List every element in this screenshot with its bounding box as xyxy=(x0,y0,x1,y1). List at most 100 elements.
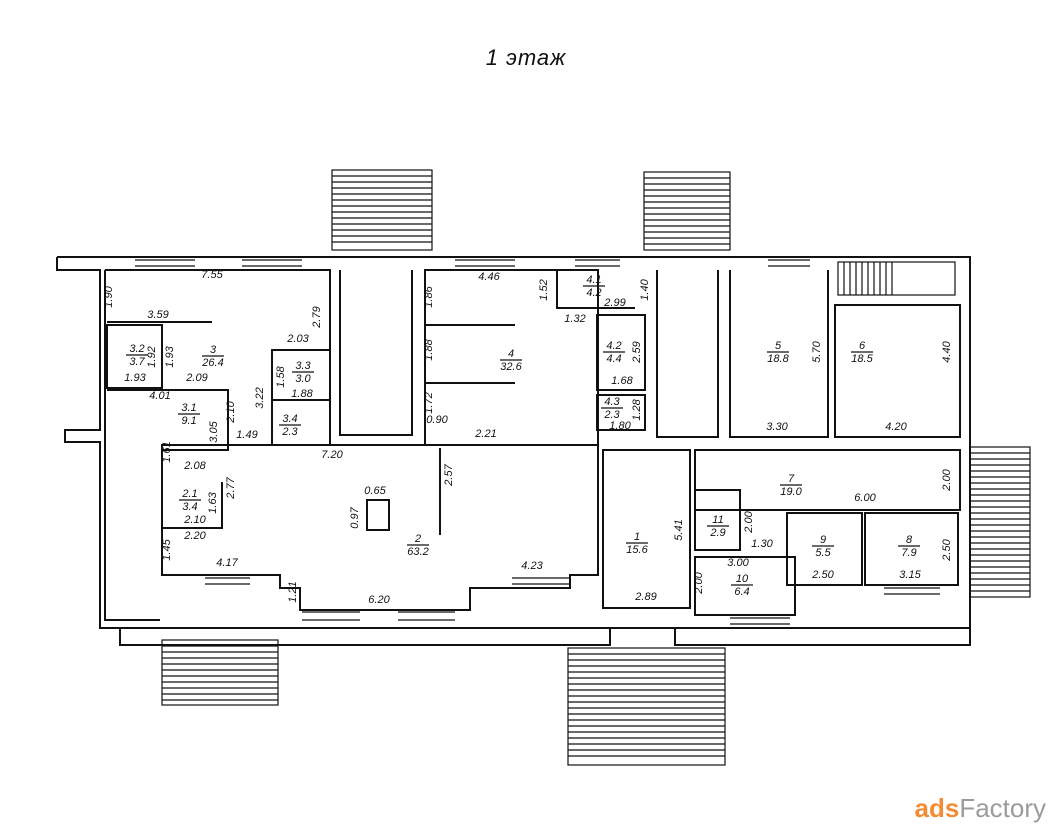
dimension-label: 3.22 xyxy=(254,387,266,408)
dimension-label: 2.99 xyxy=(603,297,625,309)
dimension-label: 3.59 xyxy=(147,309,168,321)
watermark-brand-b: Factory xyxy=(959,793,1046,823)
room-area: 4.4 xyxy=(606,353,621,365)
dimension-label: 6.00 xyxy=(854,492,876,504)
room-area: 15.6 xyxy=(626,544,648,556)
dimension-label: 1.52 xyxy=(538,279,550,300)
dimension-label: 2.10 xyxy=(225,400,237,423)
room-number: 8 xyxy=(906,534,913,546)
dimension-label: 4.40 xyxy=(941,340,953,362)
staircase xyxy=(643,171,731,251)
staircase xyxy=(837,261,956,296)
room-3.3: 3.33.0 xyxy=(292,360,314,385)
dimension-label: 1.93 xyxy=(124,372,146,384)
room-2.1: 2.13.4 xyxy=(179,488,201,513)
dimension-label: 2.08 xyxy=(183,460,206,472)
floor-title: 1 этаж xyxy=(485,45,567,70)
room-3: 326.4 xyxy=(201,344,224,369)
windows xyxy=(135,259,940,625)
dimension-label: 7.20 xyxy=(321,449,343,461)
room-labels: 326.43.23.73.19.13.33.03.42.32.13.4432.6… xyxy=(126,274,920,598)
room-number: 3 xyxy=(210,344,217,356)
room-4.1: 4.14.2 xyxy=(583,274,605,299)
room-11: 112.9 xyxy=(707,514,729,539)
room-number: 4.1 xyxy=(586,274,601,286)
room-number: 5 xyxy=(775,340,782,352)
dimension-label: 1.49 xyxy=(236,429,257,441)
room-area: 2.3 xyxy=(603,409,620,421)
room-area: 9.1 xyxy=(181,415,196,427)
dimension-label: 1.86 xyxy=(423,285,435,307)
room-area: 19.0 xyxy=(780,486,802,498)
staircase xyxy=(161,639,279,706)
dimension-label: 3.05 xyxy=(208,420,220,442)
room-2: 263.2 xyxy=(407,533,429,558)
dimension-label: 2.00 xyxy=(693,571,705,594)
watermark-brand-a: ads xyxy=(914,793,960,823)
room-number: 7 xyxy=(788,473,795,485)
dimension-label: 2.57 xyxy=(443,463,455,486)
room-number: 1 xyxy=(634,531,640,543)
room-area: 63.2 xyxy=(407,546,428,558)
dimension-label: 1.92 xyxy=(146,346,158,367)
room-area: 3.0 xyxy=(295,373,311,385)
dimension-label: 4.01 xyxy=(149,390,170,402)
dimension-label: 1.90 xyxy=(103,285,115,307)
room-number: 3.3 xyxy=(295,360,311,372)
dimension-label: 4.17 xyxy=(216,557,238,569)
watermark-logo: adsFactory xyxy=(915,793,1047,824)
dimension-label: 2.10 xyxy=(183,514,206,526)
dimension-label: 2.77 xyxy=(225,476,237,499)
dimension-label: 1.88 xyxy=(291,388,313,400)
dimension-label: 1.93 xyxy=(164,345,176,367)
room-3.1: 3.19.1 xyxy=(178,402,200,427)
dimension-label: 2.50 xyxy=(811,569,834,581)
room-area: 2.9 xyxy=(709,527,725,539)
room-area: 26.4 xyxy=(201,357,223,369)
dimension-label: 6.20 xyxy=(368,594,390,606)
room-4: 432.6 xyxy=(500,348,523,373)
room-number: 2 xyxy=(414,533,421,545)
dimension-label: 1.30 xyxy=(751,538,773,550)
dimension-label: 0.90 xyxy=(426,414,448,426)
dimension-label: 1.32 xyxy=(564,313,585,325)
dimension-label: 2.21 xyxy=(474,428,496,440)
dimension-label: 1.21 xyxy=(287,581,299,602)
room-5: 518.8 xyxy=(767,340,790,365)
room-area: 4.2 xyxy=(586,287,601,299)
room-number: 9 xyxy=(820,534,826,546)
dimension-label: 1.63 xyxy=(207,491,219,513)
room-area: 3.4 xyxy=(182,501,197,513)
room-area: 3.7 xyxy=(129,356,145,368)
dimension-label: 1.40 xyxy=(639,278,651,300)
room-3.2: 3.23.7 xyxy=(126,343,148,368)
room-number: 6 xyxy=(859,340,866,352)
dimension-label: 2.03 xyxy=(286,333,309,345)
dimension-label: 1.80 xyxy=(609,420,631,432)
room-area: 5.5 xyxy=(815,547,831,559)
room-number: 10 xyxy=(736,573,749,585)
dimension-label: 5.70 xyxy=(811,340,823,362)
room-number: 3.2 xyxy=(129,343,144,355)
room-area: 6.4 xyxy=(734,586,749,598)
dimension-label: 4.20 xyxy=(885,421,907,433)
dimension-label: 1.28 xyxy=(631,398,643,420)
room-4.2: 4.24.4 xyxy=(603,340,625,365)
dimension-label: 7.55 xyxy=(201,269,223,281)
stairs xyxy=(161,169,1031,766)
room-area: 2.3 xyxy=(281,426,298,438)
room-8: 87.9 xyxy=(898,534,920,559)
dimension-label: 3.00 xyxy=(727,557,749,569)
dimension-label: 2.20 xyxy=(183,530,206,542)
room-number: 4 xyxy=(508,348,514,360)
staircase xyxy=(969,446,1031,598)
dimension-label: 2.00 xyxy=(941,468,953,491)
dimension-label: 5.41 xyxy=(673,519,685,540)
walls xyxy=(56,256,971,646)
room-1: 115.6 xyxy=(626,531,649,556)
room-7: 719.0 xyxy=(780,473,803,498)
dimension-label: 2.89 xyxy=(634,591,656,603)
dimension-label: 1.68 xyxy=(611,375,633,387)
